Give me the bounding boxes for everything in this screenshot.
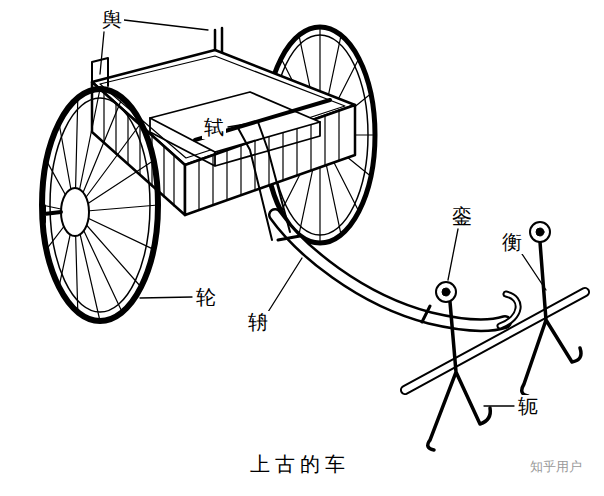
part-name: 辀 — [246, 311, 270, 334]
part-name: 轭 — [516, 395, 540, 418]
chariot-box — [92, 28, 355, 240]
part-name: 轼 — [202, 116, 226, 139]
part-name: 舆 — [100, 8, 124, 31]
part-name: 銮 — [450, 205, 474, 228]
caption: 上古的车 — [248, 453, 352, 476]
leader-line — [100, 20, 546, 406]
part-name: 轮 — [194, 286, 218, 309]
near-wheel — [42, 89, 158, 321]
yoke — [428, 242, 581, 450]
pole — [275, 215, 518, 326]
part-name: 衡 — [500, 231, 524, 254]
bell — [436, 222, 550, 302]
watermark: 知乎用户 — [528, 460, 584, 475]
